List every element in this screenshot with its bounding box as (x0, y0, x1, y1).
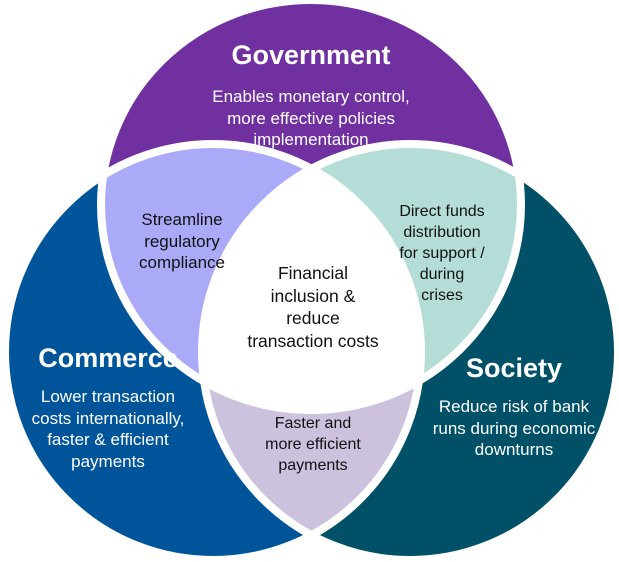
text-line: Financial (277, 263, 349, 283)
text-line: crises (421, 287, 463, 304)
text-line: downturns (474, 440, 554, 459)
text-line: distribution (403, 224, 481, 241)
text-line: more effective policies (227, 108, 395, 128)
text-line: payments (71, 451, 145, 471)
text-line: transaction costs (247, 330, 379, 351)
text-line: Lower transaction (40, 387, 176, 406)
text-line: regulatory (144, 231, 220, 251)
text-line: Direct funds (399, 203, 485, 220)
commerce-title: Commerce (38, 343, 178, 373)
center-text: Financial inclusion & reduce transaction… (247, 262, 378, 352)
society-description: Reduce risk of bank runs during economic… (433, 396, 596, 461)
commerce-outline (1, 140, 425, 562)
text-line: more efficient (265, 436, 361, 453)
text-line: payments (278, 457, 348, 474)
text-line: reduce (286, 308, 340, 328)
society-outline (198, 140, 619, 562)
text-line: inclusion & (270, 285, 356, 306)
text-line: Reduce risk of bank (438, 397, 590, 416)
government-society-text: Direct funds distribution for support / … (399, 201, 484, 306)
commerce-description: Lower transaction costs internationally,… (32, 386, 185, 472)
text-line: for support / (399, 245, 485, 262)
text-line: implementation (253, 130, 369, 149)
text-line: costs internationally, (31, 408, 185, 428)
text-line: faster & efficient (47, 430, 169, 449)
commerce-society-text: Faster and more efficient payments (265, 413, 361, 476)
government-title: Government (231, 40, 391, 70)
society-title: Society (465, 353, 563, 383)
government-description: Enables monetary control, more effective… (212, 86, 410, 151)
government-commerce-text: Streamline regulatory compliance (139, 209, 225, 274)
text-line: runs during economic (432, 418, 596, 438)
text-line: compliance (139, 253, 225, 272)
center-overlap (202, 144, 421, 410)
government-outline (97, 0, 525, 414)
text-line: Streamline (141, 210, 223, 229)
text-line: Faster and (274, 415, 352, 432)
text-line: during (419, 266, 465, 283)
text-line: Enables monetary control, (212, 87, 410, 106)
